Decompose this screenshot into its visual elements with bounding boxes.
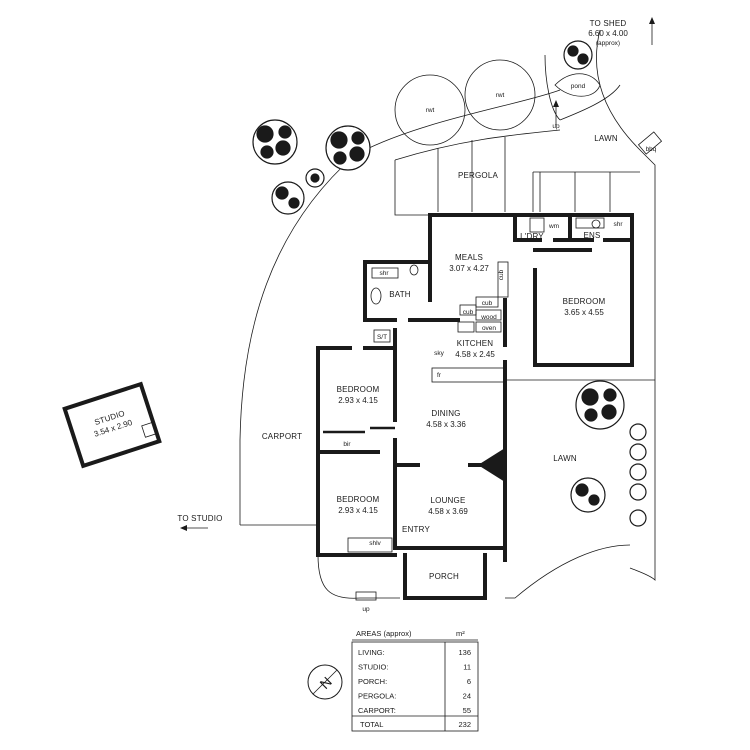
areas-row-label: STUDIO:: [358, 663, 388, 672]
tree: [271, 181, 305, 215]
areas-row-value: 24: [463, 692, 471, 701]
bath-label: BATH: [389, 290, 411, 299]
entry-label: ENTRY: [402, 525, 430, 534]
to-shed-note: (approx): [596, 40, 620, 47]
tree: [325, 125, 371, 171]
to-studio-label: TO STUDIO: [177, 514, 222, 523]
bedroom-a-dims: 2.93 x 4.15: [338, 396, 378, 405]
sky-label: sky: [434, 350, 445, 357]
wm-label: wm: [548, 223, 559, 230]
cub-label-vertical: cub: [498, 269, 505, 280]
dining-label: DINING: [431, 409, 460, 418]
lawn-label-east: LAWN: [553, 454, 577, 463]
areas-row-label: LIVING:: [358, 648, 385, 657]
lounge-dims: 4.58 x 3.69: [428, 507, 468, 516]
kitchen-label: KITCHEN: [457, 339, 494, 348]
areas-total-value: 232: [458, 720, 471, 729]
tree: [629, 509, 647, 527]
areas-row-label: CARPORT:: [358, 706, 396, 715]
rainwater-tank-left: [394, 74, 466, 146]
areas-row-label: PORCH:: [358, 677, 387, 686]
pergola-label: PERGOLA: [458, 171, 499, 180]
shlv-label: shlv: [369, 540, 381, 547]
bedroom-a-label: BEDROOM: [337, 385, 380, 394]
porch-label: PORCH: [429, 572, 459, 581]
studio-building: [62, 381, 162, 469]
to-shed-dims: 6.60 x 4.00: [588, 29, 628, 38]
meals-label: MEALS: [455, 253, 483, 262]
areas-total-label: TOTAL: [360, 720, 383, 729]
areas-unit: m²: [456, 629, 465, 638]
compass-north-letter: N: [316, 673, 334, 691]
wood-label: wood: [480, 314, 497, 321]
bedroom-b-dims: 2.93 x 4.15: [338, 506, 378, 515]
areas-row-value: 11: [463, 663, 471, 672]
site-lines: [180, 17, 663, 601]
cub-label-left: cub: [463, 309, 474, 316]
fr-label: fr: [437, 372, 442, 379]
tree: [575, 380, 625, 430]
tree: [629, 463, 647, 481]
carport-label: CARPORT: [262, 432, 302, 441]
bath-shower-label: shr: [379, 270, 389, 277]
to-shed-label: TO SHED: [590, 19, 627, 28]
lounge-label: LOUNGE: [431, 496, 466, 505]
up-label-front: up: [362, 606, 370, 613]
rainwater-tank-right: [464, 59, 536, 131]
bbq-label: bbq: [646, 146, 657, 153]
tree: [570, 477, 606, 513]
tree: [563, 40, 593, 70]
areas-header: AREAS (approx): [356, 629, 412, 638]
bedroom-b-label: BEDROOM: [337, 495, 380, 504]
tree: [629, 423, 647, 441]
house-walls: [316, 213, 634, 600]
labels: STUDIO 3.54 x 2.90 TO SHED 6.60 x 4.00 (…: [93, 19, 657, 613]
lawn-label-top: LAWN: [594, 134, 618, 143]
st-label: S/T: [377, 334, 387, 341]
bedroom-main-dims: 3.65 x 4.55: [564, 308, 604, 317]
tree: [252, 119, 298, 165]
kitchen-dims: 4.58 x 2.45: [455, 350, 495, 359]
tree: [629, 483, 647, 501]
fixtures: [347, 217, 605, 553]
meals-dims: 3.07 x 4.27: [449, 264, 489, 273]
areas-row-value: 136: [458, 648, 471, 657]
tree: [305, 168, 325, 188]
dining-dims: 4.58 x 3.36: [426, 420, 466, 429]
rwt-label-left: rwt: [426, 107, 435, 114]
trees: [252, 40, 647, 527]
oven-label: oven: [482, 325, 496, 332]
ensuite-label: ENS: [583, 231, 600, 240]
areas-row-value: 6: [467, 677, 471, 686]
pond-label: pond: [571, 83, 586, 90]
tree: [629, 443, 647, 461]
areas-row-label: PERGOLA:: [358, 692, 396, 701]
north-compass: N: [307, 664, 343, 700]
bir-label: bir: [343, 441, 351, 448]
laundry-label: L'DRY: [520, 232, 544, 241]
up-label-pergola: up: [552, 123, 560, 130]
bedroom-main-label: BEDROOM: [563, 297, 606, 306]
rwt-label-right: rwt: [496, 92, 505, 99]
ensuite-shower-label: shr: [613, 221, 623, 228]
areas-row-value: 55: [463, 706, 471, 715]
cub-label-top: cub: [482, 300, 493, 307]
